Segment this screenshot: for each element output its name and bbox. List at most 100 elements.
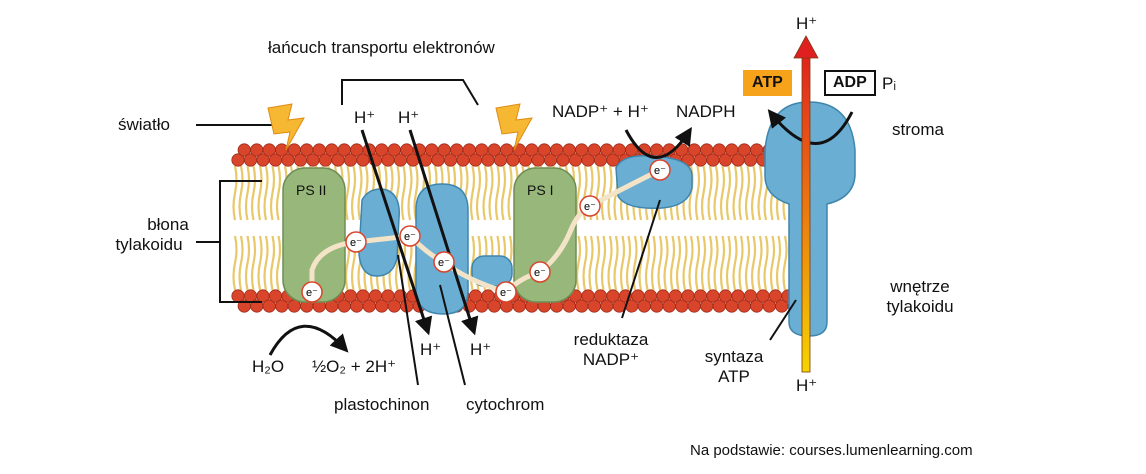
lipid-tail xyxy=(257,235,263,291)
lipid-tail xyxy=(263,165,269,221)
lipid-tail xyxy=(750,165,757,221)
lipid-tail xyxy=(769,235,776,291)
electron-label: e⁻ xyxy=(438,257,450,269)
lumen-label: wnętrze tylakoidu xyxy=(870,277,970,316)
electron-icon xyxy=(579,195,601,217)
plastoquinone-protein xyxy=(358,188,400,277)
lipid-tail xyxy=(688,235,694,291)
nadp-reductase-line2: NADP⁺ xyxy=(582,349,640,369)
electron-label: e⁻ xyxy=(306,287,318,299)
lipid-tail xyxy=(700,235,707,291)
lipid-tail xyxy=(657,235,663,291)
lipid-tail xyxy=(507,165,513,221)
cytochrome-protein xyxy=(415,183,469,315)
lipid-tail xyxy=(650,235,657,291)
lipid-tail xyxy=(782,235,788,291)
electron-label: e⁻ xyxy=(534,267,546,279)
lipid-tail xyxy=(263,235,269,291)
lipid-tail xyxy=(275,165,282,221)
lipid-tail xyxy=(694,165,701,221)
leader-lines xyxy=(196,79,797,386)
lipid-tail xyxy=(694,235,701,291)
lipid-tail xyxy=(719,165,726,221)
electron-label: e⁻ xyxy=(584,201,596,213)
atp-synthase-label: syntaza ATP xyxy=(694,347,774,386)
lipid-tail xyxy=(257,165,263,221)
electron-label: e⁻ xyxy=(350,237,362,249)
oxygen-products-label: ½O₂ + 2H⁺ xyxy=(312,357,397,376)
lipid-tail xyxy=(707,165,713,221)
lipid-tail xyxy=(500,165,507,221)
lipid-tail xyxy=(713,165,719,221)
lipid-tail xyxy=(475,165,482,221)
atp-synthesis-arrow xyxy=(767,109,854,145)
lipid-tail xyxy=(725,235,732,291)
lipid-tail xyxy=(232,235,238,291)
water-label: H₂O xyxy=(252,357,285,376)
nadp-reductase-line1: reduktaza xyxy=(573,330,649,349)
membrane-label-line2: tylakoidu xyxy=(115,234,183,254)
lipid-tail xyxy=(275,235,282,291)
electron-icon xyxy=(399,225,421,247)
lipid-tail xyxy=(413,165,419,221)
lipid-tail xyxy=(600,165,607,221)
nadp-reduction-arrow xyxy=(624,126,692,159)
lipid-tail xyxy=(613,235,619,291)
cytochrome-label: cytochrom xyxy=(466,395,545,414)
membrane-label-line1: błona xyxy=(147,215,189,234)
lipid-tail xyxy=(719,235,726,291)
atp-synthase-line2: ATP xyxy=(718,366,750,386)
photosystem-i xyxy=(513,167,577,303)
nadp-reductase-protein xyxy=(615,155,693,209)
lipid-tail xyxy=(400,165,407,221)
lipid-tail xyxy=(575,235,582,291)
lipid-tail xyxy=(488,165,494,221)
ps2-label: PS II xyxy=(296,182,327,198)
lipid-tail xyxy=(575,165,582,221)
electron-icon xyxy=(649,159,671,181)
lipid-tail xyxy=(232,165,238,221)
lipid-tail xyxy=(625,235,632,291)
lipid-tail xyxy=(244,235,251,291)
lumen-label-line1: wnętrze xyxy=(890,277,950,296)
stroma-label: stroma xyxy=(892,120,944,139)
light-label: światło xyxy=(118,115,170,134)
lumen-label-line2: tylakoidu xyxy=(886,296,954,316)
proton-label: H⁺ xyxy=(420,340,442,359)
lipid-tail xyxy=(582,235,588,291)
lipid-tail xyxy=(750,235,757,291)
electron-label: e⁻ xyxy=(404,231,416,243)
lipid-tail xyxy=(738,165,744,221)
lipid-tail xyxy=(250,235,257,291)
lightning-icon xyxy=(267,103,305,151)
lipid-tail xyxy=(700,165,707,221)
ps1-label: PS I xyxy=(527,182,554,198)
proton-label: H⁺ xyxy=(796,376,818,395)
lipid-tail xyxy=(238,235,244,291)
lipid-tail xyxy=(407,165,413,221)
water-split-arrow xyxy=(268,324,349,356)
electron-icon xyxy=(345,231,367,253)
lipid-tail xyxy=(344,165,351,221)
lipid-tail xyxy=(350,165,357,221)
lipid-tail xyxy=(732,165,738,221)
electron-icon xyxy=(495,281,517,303)
proton-arrow-head-icon xyxy=(793,35,819,59)
lipid-tail xyxy=(469,165,476,221)
lipid-tail xyxy=(588,235,594,291)
proton-arrow-icon xyxy=(801,49,811,373)
lipid-tail xyxy=(663,235,669,291)
lipid-tail xyxy=(244,165,251,221)
lipid-tail xyxy=(482,165,488,221)
lipid-tail xyxy=(269,235,276,291)
lipid-tail xyxy=(357,165,363,221)
plastoquinone-label: plastochinon xyxy=(334,395,430,414)
lipid-tail xyxy=(744,235,751,291)
proton-label: H⁺ xyxy=(796,14,818,33)
atp-synthase-line1: syntaza xyxy=(704,347,764,366)
lipid-tail xyxy=(725,165,732,221)
proton-label: H⁺ xyxy=(398,108,420,127)
lipid-tail xyxy=(682,235,688,291)
